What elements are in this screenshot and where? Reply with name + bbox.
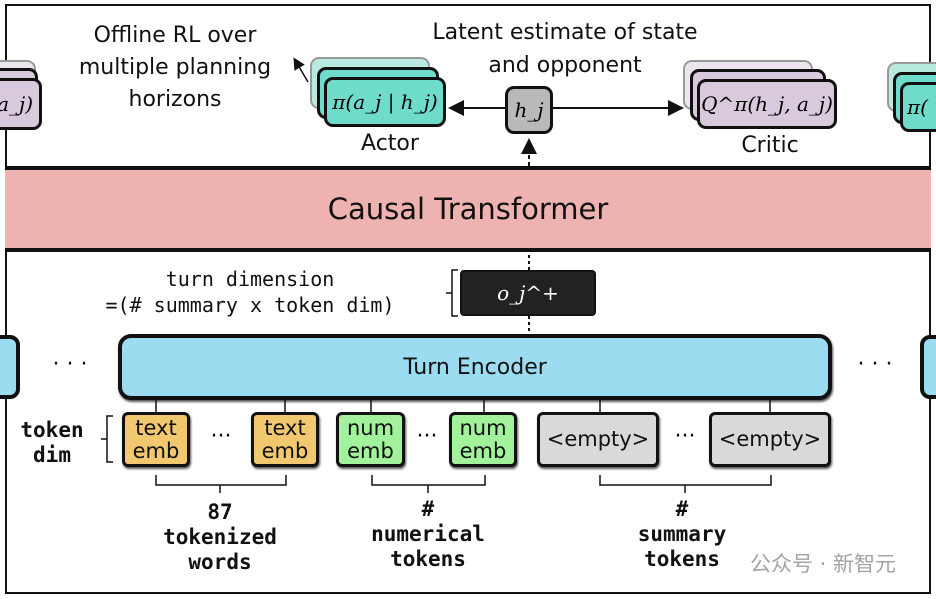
turn-dimension-line: =(# summary x token dim)	[105, 293, 395, 317]
critic-label: Critic	[741, 133, 799, 158]
latent-line: and opponent	[488, 53, 642, 78]
actor-policy-card: π(a_j | h_j)	[324, 77, 446, 127]
group-line: words	[188, 550, 252, 574]
group-line: tokens	[644, 547, 720, 571]
token-dim-label: token dim	[8, 418, 96, 468]
critic-formula: Q^π(h_j, a_j)	[701, 92, 833, 116]
group-line: tokens	[390, 547, 466, 571]
empty-summary-token: <empty>	[709, 412, 831, 467]
group-line: tokenized	[163, 525, 277, 549]
latent-state-box: h_j	[505, 86, 553, 134]
token-line: text	[264, 415, 306, 440]
token-line: <empty>	[546, 427, 650, 451]
group-line: numerical	[371, 522, 485, 546]
latent-symbol: h_j	[514, 98, 544, 122]
group-label-tokenized-words: 87 tokenized words	[130, 500, 310, 575]
right-partial-formula: π(	[907, 95, 928, 119]
group-line: #	[421, 497, 435, 521]
actor-formula: π(a_j | h_j)	[332, 90, 438, 114]
turn-encoder-block: Turn Encoder	[118, 334, 832, 400]
causal-transformer-block: Causal Transformer	[5, 166, 931, 252]
offline-rl-line: horizons	[128, 87, 222, 112]
turn-encoder-label: Turn Encoder	[403, 354, 547, 380]
token-line: <empty>	[718, 427, 822, 451]
offline-rl-label: Offline RL over multiple planning horizo…	[60, 20, 290, 116]
outer-frame	[5, 4, 931, 594]
group-label-numerical-tokens: # numerical tokens	[338, 497, 518, 572]
causal-transformer-label: Causal Transformer	[327, 192, 609, 226]
critic-value-card: Q^π(h_j, a_j)	[697, 79, 837, 129]
group-line: summary	[637, 522, 727, 546]
token-dim-line: dim	[33, 443, 71, 467]
actor-label: Actor	[361, 131, 419, 156]
token-line: emb	[132, 438, 180, 463]
left-partial-encoder	[0, 335, 20, 399]
left-partial-formula: a_j)	[0, 92, 33, 116]
token-ellipsis: ···	[416, 424, 438, 449]
summary-tokens-bracket	[599, 475, 772, 493]
watermark: 公众号 · 新智元	[749, 552, 897, 576]
token-dim-bracket	[101, 415, 113, 463]
token-dim-line: token	[20, 418, 84, 442]
output-symbol: o_j^+	[497, 281, 559, 305]
token-line: emb	[261, 438, 309, 463]
tokenized-words-bracket	[155, 475, 287, 493]
token-line: num	[346, 415, 395, 440]
offline-rl-line: Offline RL over	[93, 23, 257, 48]
left-partial-critic-card: a_j)	[0, 78, 42, 130]
turn-dimension-line: turn dimension	[165, 267, 335, 291]
latent-line: Latent estimate of state	[432, 20, 698, 45]
token-ellipsis: ···	[674, 424, 696, 449]
turn-dimension-bracket	[446, 269, 458, 317]
latent-estimate-label: Latent estimate of state and opponent	[400, 16, 730, 82]
output-token-box: o_j^+	[460, 270, 596, 316]
right-partial-encoder	[920, 335, 936, 399]
horizons-arrow	[293, 57, 309, 83]
empty-summary-token: <empty>	[537, 412, 659, 467]
group-line: 87	[207, 500, 233, 524]
numerical-tokens-bracket	[371, 475, 486, 493]
left-ellipsis: · · ·	[52, 352, 88, 377]
turn-dimension-label: turn dimension =(# summary x token dim)	[40, 266, 460, 318]
token-line: emb	[347, 438, 394, 463]
token-line: emb	[459, 438, 507, 463]
group-line: #	[675, 497, 689, 521]
token-ellipsis: ···	[210, 424, 232, 449]
right-ellipsis: · · ·	[857, 352, 893, 377]
offline-rl-line: multiple planning	[78, 55, 272, 80]
token-line: num	[459, 415, 507, 440]
token-connectors	[155, 400, 771, 412]
group-label-summary-tokens: # summary tokens	[592, 497, 772, 572]
right-partial-actor-card: π(	[900, 82, 936, 132]
token-line: text	[135, 415, 177, 440]
